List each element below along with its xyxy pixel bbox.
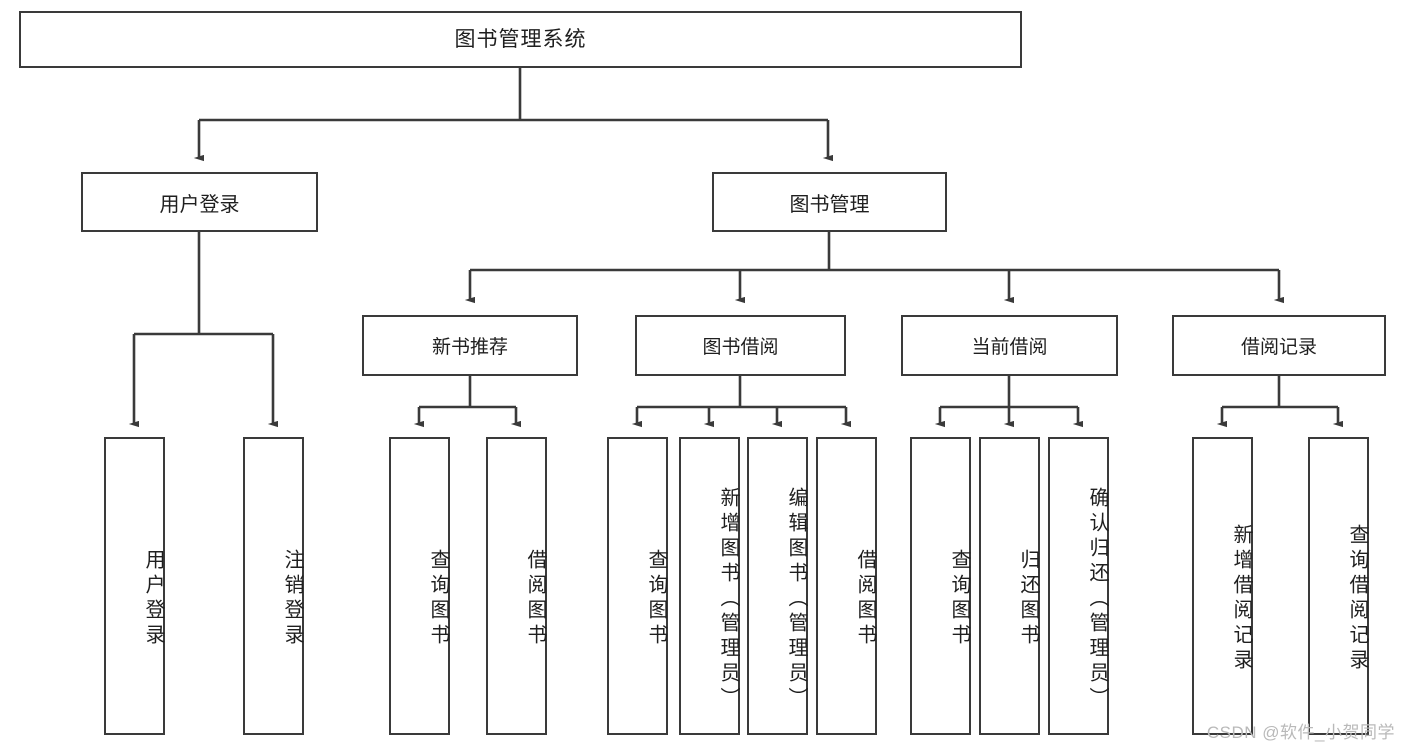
leaf-new-book-query-label: 查询图书: [427, 549, 449, 649]
leaf-book-borrow-query[interactable]: 查询图书: [607, 437, 668, 735]
leaf-user-login-signout-label: 注销登录: [281, 549, 303, 649]
node-current-borrow-label: 当前借阅: [971, 337, 1048, 358]
leaf-user-login-signout[interactable]: 注销登录: [243, 437, 304, 735]
node-borrow-record-label: 借阅记录: [1240, 337, 1317, 358]
leaf-current-borrow-return[interactable]: 归还图书: [979, 437, 1040, 735]
node-user-login[interactable]: 用户登录: [81, 172, 318, 232]
leaf-borrow-record-add-label: 新增借阅记录: [1230, 524, 1252, 674]
csdn-watermark: CSDN @软件_小贺同学: [1206, 723, 1395, 742]
leaf-borrow-record-add[interactable]: 新增借阅记录: [1192, 437, 1253, 735]
node-new-book-recommend-label: 新书推荐: [431, 337, 508, 358]
leaf-book-borrow-lend[interactable]: 借阅图书: [816, 437, 877, 735]
leaf-borrow-record-query[interactable]: 查询借阅记录: [1308, 437, 1369, 735]
node-root-system[interactable]: 图书管理系统: [19, 11, 1022, 68]
node-book-management[interactable]: 图书管理: [712, 172, 947, 232]
node-current-borrow[interactable]: 当前借阅: [901, 315, 1118, 376]
leaf-current-borrow-confirm-label: 确认归还（管理员）: [1086, 486, 1108, 712]
leaf-current-borrow-query-label: 查询图书: [948, 549, 970, 649]
node-user-login-label: 用户登录: [159, 193, 240, 216]
leaf-book-borrow-query-label: 查询图书: [645, 549, 667, 649]
node-book-management-label: 图书管理: [789, 193, 870, 216]
node-borrow-record[interactable]: 借阅记录: [1172, 315, 1386, 376]
leaf-book-borrow-lend-label: 借阅图书: [854, 549, 876, 649]
leaf-book-borrow-add-label: 新增图书（管理员）: [717, 486, 739, 712]
leaf-book-borrow-edit[interactable]: 编辑图书（管理员）: [747, 437, 808, 735]
leaf-book-borrow-edit-label: 编辑图书（管理员）: [785, 486, 807, 712]
leaf-user-login-signin[interactable]: 用户登录: [104, 437, 165, 735]
leaf-new-book-borrow-label: 借阅图书: [524, 549, 546, 649]
leaf-new-book-borrow[interactable]: 借阅图书: [486, 437, 547, 735]
leaf-book-borrow-add[interactable]: 新增图书（管理员）: [679, 437, 740, 735]
leaf-borrow-record-query-label: 查询借阅记录: [1346, 524, 1368, 674]
leaf-user-login-signin-label: 用户登录: [142, 549, 164, 649]
node-book-borrow[interactable]: 图书借阅: [635, 315, 846, 376]
node-new-book-recommend[interactable]: 新书推荐: [362, 315, 578, 376]
leaf-current-borrow-query[interactable]: 查询图书: [910, 437, 971, 735]
node-root-label: 图书管理系统: [454, 27, 587, 51]
leaf-current-borrow-confirm[interactable]: 确认归还（管理员）: [1048, 437, 1109, 735]
node-book-borrow-label: 图书借阅: [702, 337, 779, 358]
leaf-new-book-query[interactable]: 查询图书: [389, 437, 450, 735]
leaf-current-borrow-return-label: 归还图书: [1017, 549, 1039, 649]
